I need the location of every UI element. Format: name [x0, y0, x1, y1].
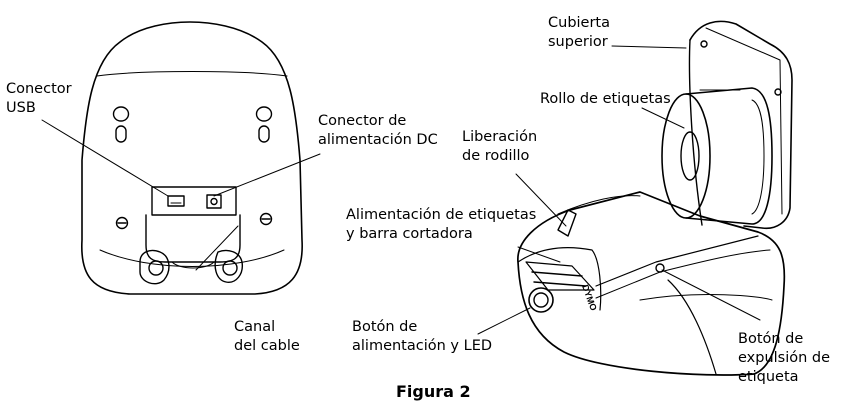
power-label-line-1: Conector de — [318, 113, 407, 129]
roller-release-label: Liberación de rodillo — [462, 128, 537, 166]
cover-label-line-2: superior — [548, 34, 608, 50]
printer-bottom-view — [81, 21, 303, 295]
eject-button-label: Botón de expulsión de etiqueta — [738, 330, 830, 387]
printer-open-view — [517, 20, 793, 376]
eject-label-line-2: expulsión de — [738, 350, 831, 366]
cover-label-line-1: Cubierta — [548, 15, 611, 31]
feed-label-line-2: y barra cortadora — [346, 226, 473, 242]
cable-channel-label: Canal del cable — [234, 318, 300, 356]
power-button-label: Botón de alimentación y LED — [352, 318, 492, 356]
cable-label-line-1: Canal — [234, 319, 276, 335]
cable-label-line-2: del cable — [234, 338, 300, 354]
button-label-line-1: Botón de — [352, 319, 418, 335]
label-feed-label: Alimentación de etiquetas y barra cortad… — [346, 206, 536, 244]
release-label-line-2: de rodillo — [462, 148, 530, 164]
eject-label-line-1: Botón de — [738, 331, 804, 347]
callout-lines — [41, 45, 761, 335]
feed-label-line-1: Alimentación de etiquetas — [346, 207, 537, 223]
power-connector-label: Conector de alimentación DC — [318, 112, 438, 150]
release-label-line-1: Liberación — [462, 129, 538, 145]
eject-label-line-3: etiqueta — [738, 369, 799, 385]
usb-label-line-2: USB — [6, 100, 36, 116]
power-label-line-2: alimentación DC — [318, 132, 438, 148]
usb-label-line-1: Conector — [6, 81, 72, 97]
top-cover-label: Cubierta superior — [548, 14, 610, 52]
label-roll-label: Rollo de etiquetas — [540, 91, 671, 107]
button-label-line-2: alimentación y LED — [352, 338, 493, 354]
figure-caption: Figura 2 — [396, 382, 471, 401]
usb-connector-label: Conector USB — [6, 80, 72, 118]
